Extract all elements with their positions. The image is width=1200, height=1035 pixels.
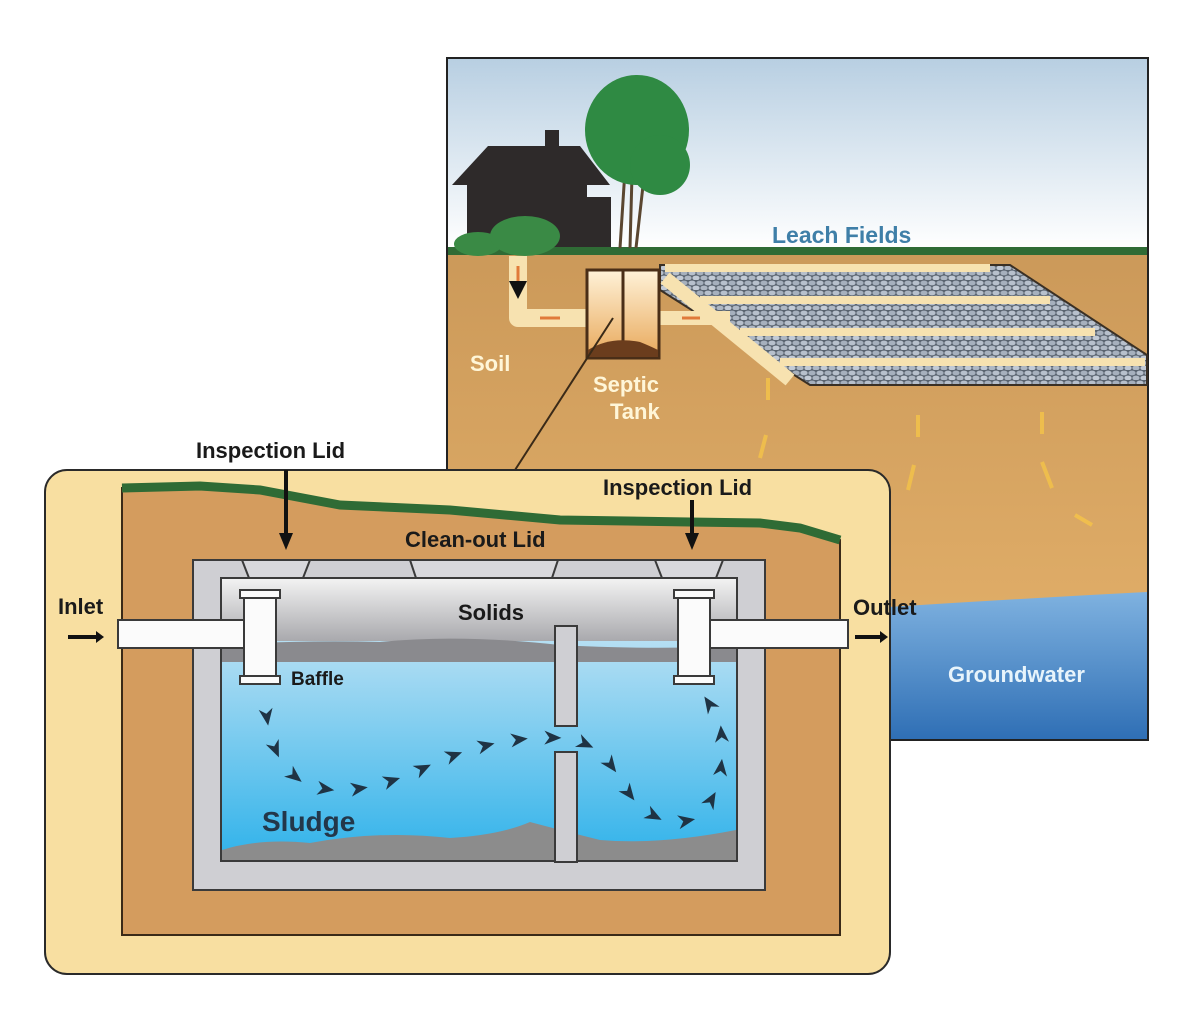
flow-arrows — [258, 696, 729, 830]
shrub-icon — [454, 216, 560, 256]
inspection-lid-left-label: Inspection Lid — [196, 438, 345, 463]
soil-label: Soil — [470, 351, 510, 376]
overview-panel: Leach Fields Soil Septic Tank Groundwate… — [446, 57, 1149, 741]
percolation-arrows — [758, 378, 1094, 527]
solids-layer — [222, 579, 736, 641]
flow-arrow — [258, 707, 273, 726]
inspection-lid-right-label: Inspection Lid — [603, 475, 752, 500]
flow-arrow — [510, 733, 528, 748]
inspection-lid-left-arrow-icon — [279, 470, 293, 550]
flow-arrow — [643, 805, 662, 820]
scum-layer — [222, 638, 736, 662]
grass-line — [448, 247, 1147, 255]
callout-line — [514, 317, 614, 471]
leach-field — [659, 264, 1148, 386]
flow-arrow — [284, 765, 302, 782]
divider-wall-upper — [554, 625, 578, 727]
flow-arrow — [574, 734, 594, 748]
flow-arrow — [600, 754, 617, 773]
sludge-label: Sludge — [262, 806, 355, 837]
flow-arrow — [316, 780, 335, 795]
tree-icon — [585, 75, 690, 249]
ground-surface-grass — [121, 481, 842, 545]
inlet-arrow-icon — [68, 631, 104, 643]
clean-out-lid-label: Clean-out Lid — [405, 527, 546, 552]
sludge-layer — [222, 822, 736, 860]
tank-detail-panel: Inspection Lid Inspection Lid Clean-out … — [44, 438, 917, 975]
flow-arrow — [713, 758, 728, 777]
inspection-lid-left — [240, 559, 312, 579]
flow-arrow — [381, 776, 401, 790]
flow-arrow — [701, 791, 716, 811]
inlet-label: Inlet — [58, 594, 104, 619]
divider-wall-lower — [554, 751, 578, 863]
outlet-label: Outlet — [853, 595, 917, 620]
clean-out-lid — [408, 559, 560, 579]
inspection-lid-right-arrow-icon — [685, 500, 699, 550]
outlet-arrow-icon — [855, 631, 888, 643]
flow-arrow — [677, 815, 696, 830]
mini-septic-tank — [585, 268, 661, 360]
flow-arrow — [412, 764, 431, 779]
flow-arrow — [443, 751, 463, 765]
baffle-cap-bottom — [239, 675, 281, 685]
inlet-pipe — [117, 589, 281, 685]
flow-arrow — [704, 696, 720, 715]
baffle-cap-top — [239, 589, 281, 599]
septic-tank-label-line2: Tank — [610, 399, 660, 424]
flow-arrow — [618, 782, 635, 801]
flow-arrow — [544, 730, 562, 745]
leach-fields-label: Leach Fields — [772, 222, 911, 248]
groundwater-label: Groundwater — [948, 662, 1085, 687]
flow-arrow — [715, 725, 729, 743]
flow-arrow — [265, 739, 279, 758]
septic-tank-label-line1: Septic — [593, 372, 659, 397]
inspection-lid-right — [653, 559, 725, 579]
outlet-pipe — [673, 589, 849, 685]
baffle-label: Baffle — [291, 669, 344, 690]
flow-arrow — [476, 740, 495, 755]
flow-arrow — [349, 782, 368, 797]
solids-label: Solids — [458, 600, 524, 625]
